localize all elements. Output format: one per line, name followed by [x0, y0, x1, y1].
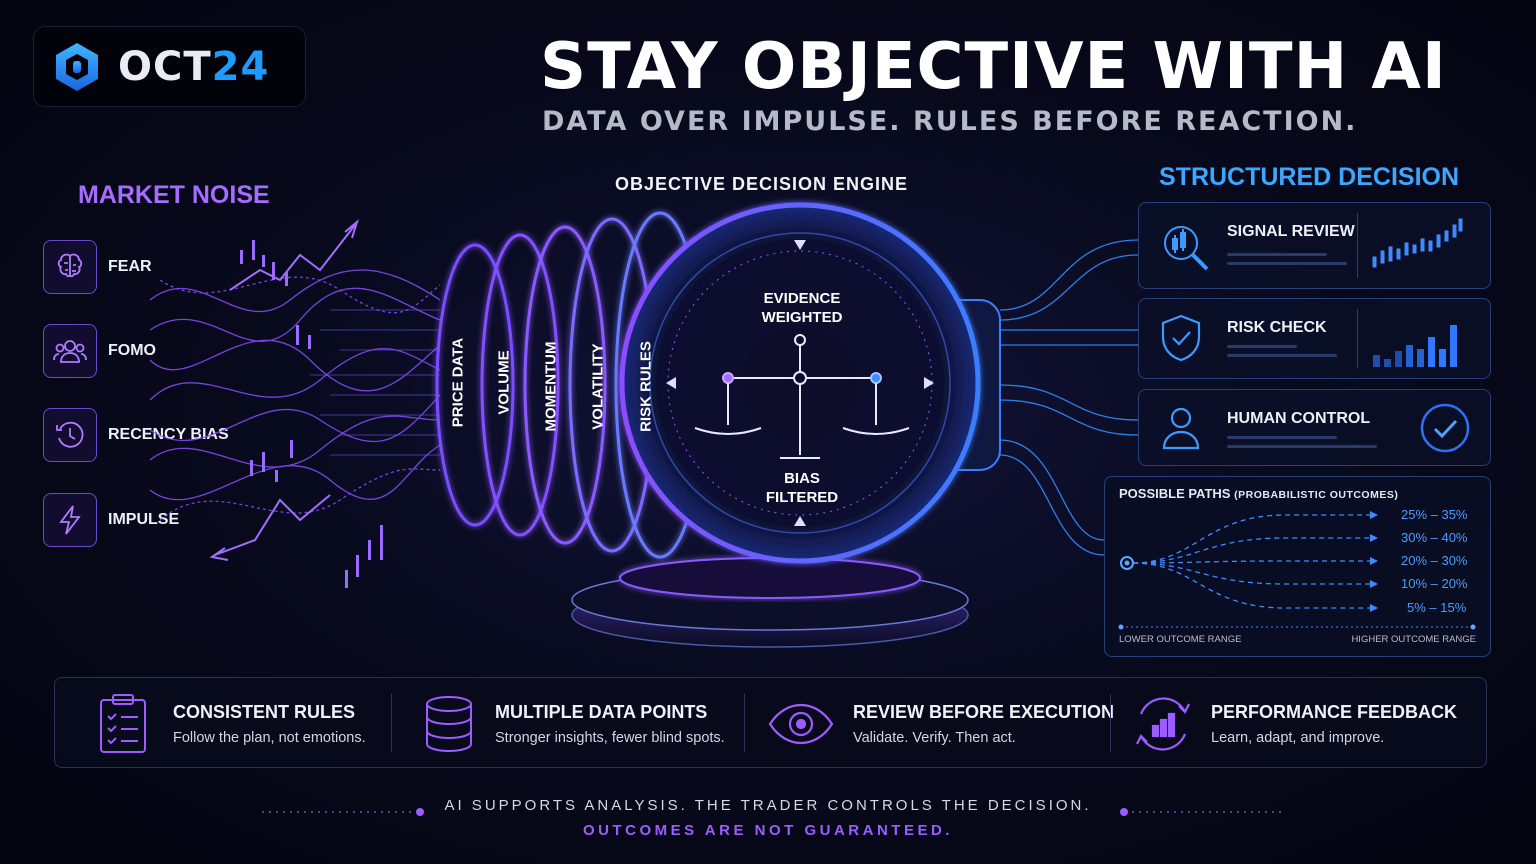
paths-title: POSSIBLE PATHS (PROBABILISTIC OUTCOMES) — [1119, 486, 1399, 501]
noise-label-impulse: IMPULSE — [108, 511, 180, 528]
engine-heading: OBJECTIVE DECISION ENGINE — [615, 174, 909, 194]
outcome-label: 5% – 15% — [1407, 600, 1467, 615]
feature-title: MULTIPLE DATA POINTS — [495, 701, 708, 722]
lightning-icon — [43, 493, 97, 547]
structured-decision-heading: STRUCTURED DECISION — [1159, 163, 1460, 191]
range-high-label: HIGHER OUTCOME RANGE — [1351, 634, 1476, 645]
feature-title: REVIEW BEFORE EXECUTION — [853, 701, 1115, 722]
output-connectors — [999, 239, 1139, 556]
feedback-chart-icon — [1136, 696, 1190, 751]
noise-label-fear: FEAR — [108, 258, 152, 275]
feature-desc: Validate. Verify. Then act. — [853, 729, 1016, 746]
feature-title: PERFORMANCE FEEDBACK — [1211, 701, 1458, 722]
brain-icon — [43, 240, 97, 294]
range-low-label: LOWER OUTCOME RANGE — [1119, 634, 1242, 645]
brand-name: OCT24 — [118, 43, 270, 90]
mini-candle-chart — [1372, 218, 1463, 268]
filter-rings — [435, 211, 706, 559]
feature-review-before-execution: REVIEW BEFORE EXECUTION Validate. Verify… — [767, 678, 1114, 769]
noise-item-impulse: IMPULSE — [43, 492, 273, 548]
outcome-label: 25% – 35% — [1401, 507, 1468, 522]
eye-icon — [768, 703, 834, 744]
page-subtitle: DATA OVER IMPULSE. RULES BEFORE REACTION… — [542, 106, 1358, 137]
market-noise-heading: MARKET NOISE — [78, 181, 270, 209]
paths-fan-diagram — [1118, 511, 1476, 630]
clock-history-icon — [43, 408, 97, 462]
noise-item-fear: FEAR — [43, 239, 273, 295]
shield-check-icon — [1159, 313, 1203, 368]
database-icon — [426, 695, 472, 752]
feature-consistent-rules: CONSISTENT RULES Follow the plan, not em… — [97, 678, 366, 769]
text-placeholder-lines — [1227, 253, 1347, 271]
mini-bar-chart — [1373, 325, 1457, 367]
footer-warning: OUTCOMES ARE NOT GUARANTEED. — [583, 822, 953, 839]
brand-logo: OCT24 — [33, 26, 306, 107]
feature-desc: Learn, adapt, and improve. — [1211, 729, 1385, 746]
clipboard-checklist-icon — [100, 693, 146, 753]
page-title: STAY OBJECTIVE WITH AI — [540, 30, 1447, 104]
outcome-label: 20% – 30% — [1401, 553, 1468, 568]
noise-streaks — [310, 309, 440, 456]
features-bar: CONSISTENT RULES Follow the plan, not em… — [54, 677, 1487, 768]
feature-multiple-data-points: MULTIPLE DATA POINTS Stronger insights, … — [423, 678, 725, 769]
card-risk-check: RISK CHECK — [1138, 298, 1491, 379]
person-icon — [1159, 404, 1203, 457]
card-label-signal-review: SIGNAL REVIEW — [1227, 223, 1355, 240]
card-label-risk-check: RISK CHECK — [1227, 319, 1327, 336]
outcome-label: 30% – 40% — [1401, 530, 1468, 545]
card-human-control: HUMAN CONTROL — [1138, 389, 1491, 466]
noise-arrows — [209, 219, 359, 561]
noise-item-fomo: FOMO — [43, 323, 273, 379]
card-signal-review: SIGNAL REVIEW — [1138, 202, 1491, 289]
possible-paths-panel: POSSIBLE PATHS (PROBABILISTIC OUTCOMES) … — [1104, 476, 1491, 657]
feature-performance-feedback: PERFORMANCE FEEDBACK Learn, adapt, and i… — [1131, 678, 1457, 769]
noise-waves — [149, 269, 441, 521]
check-circle-icon — [1419, 402, 1471, 459]
text-placeholder-lines — [1227, 436, 1377, 454]
feature-desc: Stronger insights, fewer blind spots. — [495, 729, 725, 746]
hexagon-logo-icon — [56, 42, 98, 91]
balance-scale-icon — [694, 334, 910, 459]
outcome-label: 10% – 20% — [1401, 576, 1468, 591]
people-icon — [43, 324, 97, 378]
feature-title: CONSISTENT RULES — [173, 701, 356, 722]
noise-candles — [240, 240, 383, 588]
card-label-human-control: HUMAN CONTROL — [1227, 410, 1371, 427]
noise-label-fomo: FOMO — [108, 342, 156, 359]
magnifier-candles-icon — [1159, 221, 1213, 278]
footer-disclaimer: AI SUPPORTS ANALYSIS. THE TRADER CONTROL… — [444, 797, 1092, 814]
feature-desc: Follow the plan, not emotions. — [173, 729, 366, 746]
text-placeholder-lines — [1227, 345, 1337, 363]
